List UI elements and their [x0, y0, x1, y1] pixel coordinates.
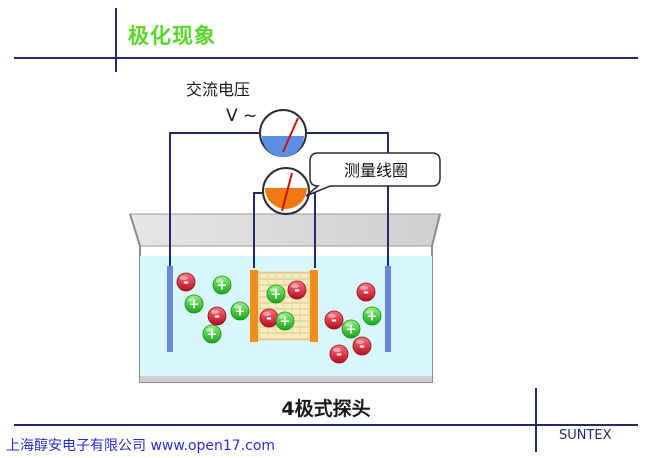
anion-sign: -: [331, 313, 337, 329]
cation-ion: +: [275, 311, 295, 331]
anion-ion: -: [324, 310, 344, 330]
cation-ion: +: [266, 284, 286, 304]
anion-ion: -: [207, 306, 227, 326]
wire-right-outer: [305, 132, 389, 268]
cation-sign: +: [235, 305, 246, 320]
callout-label: 测量线圈: [343, 161, 408, 180]
cation-sign: +: [189, 298, 200, 313]
coil-meter: [262, 167, 310, 215]
anion-sign: -: [359, 339, 365, 355]
outer-electrode-right: [385, 266, 391, 352]
anion-ion: -: [287, 280, 307, 300]
coil-meter-needle: [281, 172, 293, 212]
cation-sign: +: [271, 288, 282, 303]
voltmeter-symbol: V ~: [226, 106, 258, 126]
cation-ion: +: [212, 275, 232, 295]
cation-ion: +: [341, 319, 361, 339]
anion-ion: -: [352, 336, 372, 356]
anion-sign: -: [363, 285, 369, 301]
slide-frame: [14, 8, 638, 452]
anion-ion: -: [356, 282, 376, 302]
page-title: 极化现象: [128, 24, 216, 48]
cation-ion: +: [362, 306, 382, 326]
anion-ion: -: [176, 272, 196, 292]
ions-layer: -++-+++--+-+-+--: [176, 272, 382, 364]
anion-ion: -: [259, 308, 279, 328]
cation-ion: +: [230, 301, 250, 321]
anion-sign: -: [294, 283, 300, 299]
cation-ion: +: [184, 294, 204, 314]
cation-sign: +: [346, 323, 357, 338]
cation-sign: +: [367, 310, 378, 325]
cation-sign: +: [217, 279, 228, 294]
cation-sign: +: [280, 315, 291, 330]
tank-rim: [129, 213, 441, 247]
wires: [169, 132, 389, 268]
anion-sign: -: [214, 309, 220, 325]
wire-left-outer: [169, 132, 260, 268]
company-footer: 上海醇安电子有限公司 www.open17.com: [6, 438, 276, 454]
wire-left-inner: [253, 192, 262, 268]
brand-label: SUNTEX: [559, 428, 612, 443]
anion-sign: -: [183, 275, 189, 291]
outer-electrode-left: [167, 266, 173, 352]
inner-electrode-right: [310, 270, 318, 342]
anion-sign: -: [266, 311, 272, 327]
ac-voltmeter: [259, 109, 307, 157]
voltmeter-needle: [282, 117, 299, 153]
tank-bottom: [140, 376, 432, 382]
cation-sign: +: [207, 328, 218, 343]
cation-ion: +: [202, 324, 222, 344]
anion-ion: -: [329, 344, 349, 364]
inner-electrode-left: [250, 270, 258, 342]
ac-voltage-label: 交流电压: [186, 80, 251, 99]
anion-sign: -: [336, 347, 342, 363]
callout-bubble: [305, 152, 441, 197]
probe-caption: 4极式探头: [281, 398, 371, 420]
